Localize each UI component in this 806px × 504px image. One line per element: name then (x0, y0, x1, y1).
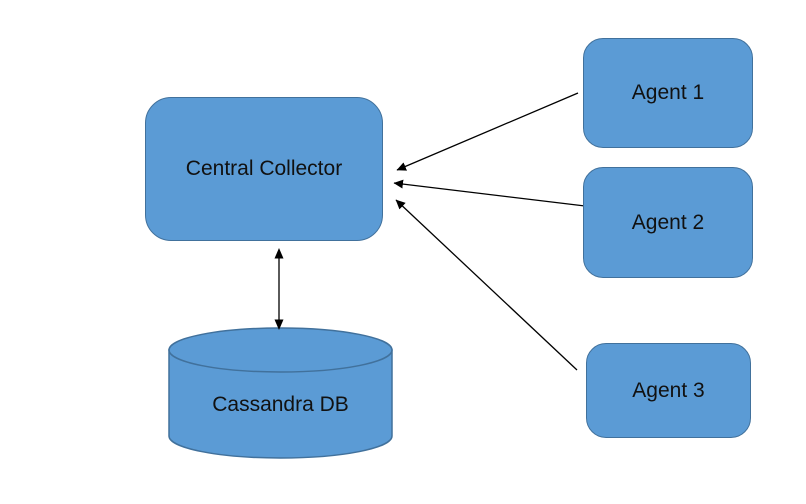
arrow-agent3-to-collector (395, 199, 578, 371)
arrowhead-up (274, 248, 284, 259)
arrowhead-down (274, 319, 284, 330)
node-agent-3-label: Agent 3 (632, 378, 705, 402)
node-central-collector: Central Collector (145, 97, 383, 241)
node-cassandra-db-label: Cassandra DB (212, 393, 349, 416)
arrow-collector-to-cassandra (274, 248, 284, 330)
arrow-agent1-to-collector (396, 92, 579, 171)
arrow-agent2-to-collector (393, 179, 586, 207)
node-agent-3: Agent 3 (586, 343, 751, 438)
cylinder-body (168, 349, 393, 459)
cylinder-top (168, 327, 393, 373)
node-central-collector-label: Central Collector (185, 157, 343, 181)
node-agent-2: Agent 2 (583, 167, 753, 278)
node-cassandra-db (168, 327, 393, 459)
node-agent-2-label: Agent 2 (631, 210, 705, 234)
node-agent-1-label: Agent 1 (631, 81, 705, 105)
node-cassandra-db-label-wrap: Cassandra DB (169, 390, 392, 420)
node-agent-1: Agent 1 (583, 38, 753, 148)
